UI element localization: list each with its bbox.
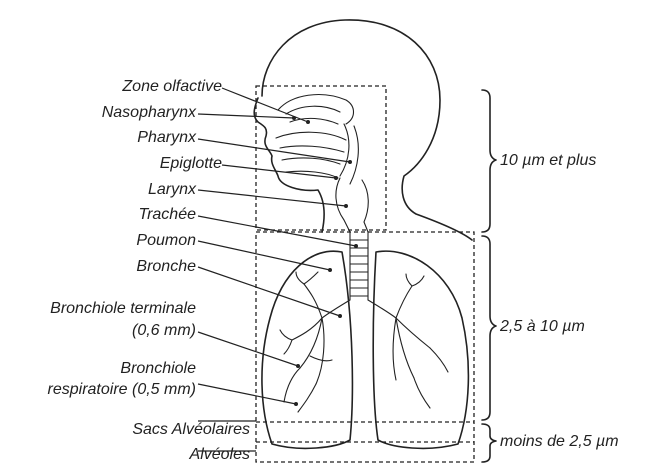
label-larynx: Larynx [148,181,197,198]
label-bronchiole-terminale-line1: Bronchiole terminale [50,300,196,317]
zone-label-middle: 2,5 à 10 µm [499,318,585,335]
label-bronche: Bronche [136,258,196,275]
label-nasopharynx: Nasopharynx [102,104,197,121]
label-bronchiole-respiratoire-line2: respiratoire (0,5 mm) [48,381,196,398]
label-poumon: Poumon [136,232,196,249]
trachea [336,178,368,300]
label-bronchiole-terminale-line2: (0,6 mm) [132,322,196,339]
region-boxes [256,86,474,462]
label-bronchiole-respiratoire-line1: Bronchiole [120,360,196,377]
anatomy-labels: Zone olfactive Nasopharynx Pharynx Epigl… [48,78,250,463]
zone-label-lower: moins de 2,5 µm [500,433,619,450]
label-pharynx: Pharynx [137,129,197,146]
bronchial-tree-left [280,272,350,412]
bracket-lower [482,424,496,462]
label-alveoles: Alvéoles [189,446,250,463]
nasal-oral-cavity [276,95,358,184]
label-zone-olfactive: Zone olfactive [121,78,222,95]
lungs [262,251,468,448]
label-epiglotte: Epiglotte [160,155,222,172]
size-brackets [482,90,496,462]
label-sacs-alveolaires: Sacs Alvéolaires [132,421,250,438]
bracket-middle [482,236,496,420]
zone-labels: 10 µm et plus 2,5 à 10 µm moins de 2,5 µ… [499,152,619,450]
bracket-upper [482,90,496,232]
bronchial-tree-right [368,274,448,408]
label-trachee: Trachée [138,206,196,223]
zone-label-upper: 10 µm et plus [500,152,596,169]
leader-lines [198,88,358,451]
head-silhouette [254,20,472,240]
